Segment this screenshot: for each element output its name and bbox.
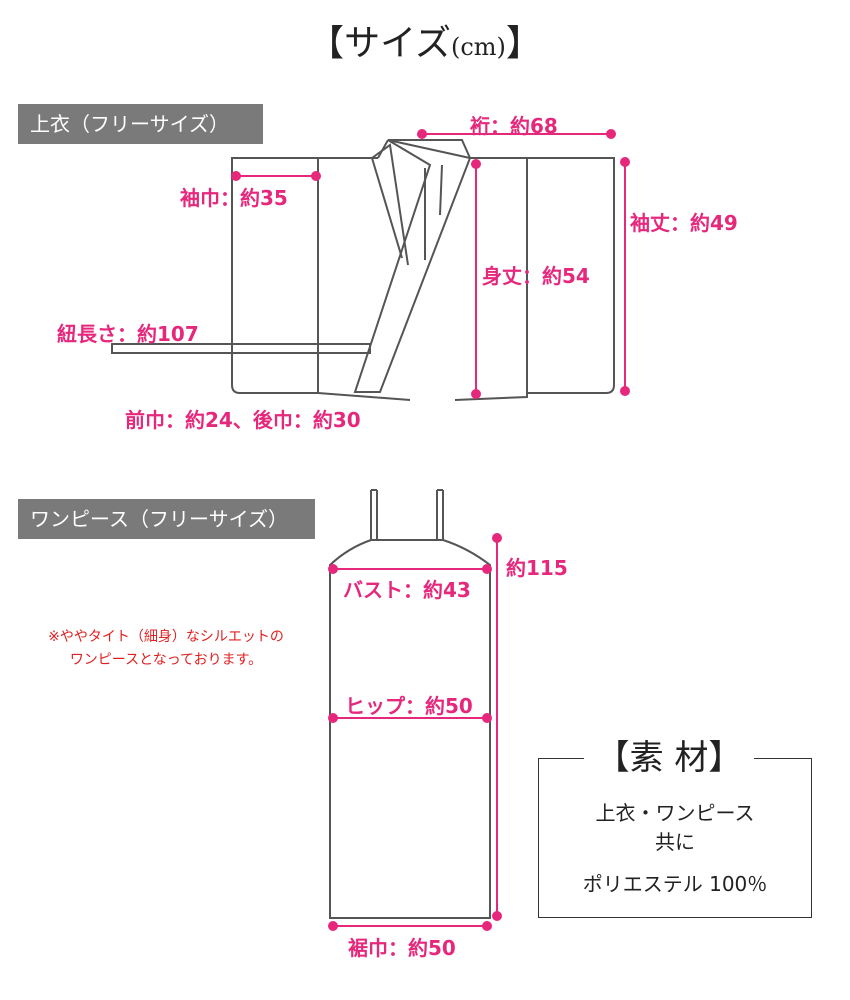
sleeve-width-label: 袖巾：約35 <box>180 186 288 210</box>
front-back-width-label: 前巾：約24、後巾：約30 <box>125 408 361 432</box>
material-line-2: 共に <box>655 830 695 854</box>
material-title: 【素 材】 <box>584 733 754 783</box>
bust-label: バスト：約43 <box>343 578 471 602</box>
material-line-1: 上衣・ワンピース <box>595 801 755 825</box>
dress-section-header: ワンピース（フリーサイズ） <box>18 499 315 539</box>
hem-label: 裾巾：約50 <box>348 936 456 960</box>
left-strap <box>370 489 378 540</box>
title-suffix: 】 <box>505 23 542 64</box>
dress-length-label: 約115 <box>506 556 568 580</box>
left-body <box>317 157 411 401</box>
left-collar <box>371 143 409 266</box>
tie-length-label: 紐長さ：約107 <box>57 322 199 346</box>
tie-strap <box>111 343 371 354</box>
material-line-3: ポリエステル 100％ <box>582 872 768 896</box>
title-unit: (cm) <box>450 33 506 61</box>
top-section-header: 上衣（フリーサイズ） <box>18 104 263 144</box>
kimono-top-illustration <box>111 139 615 401</box>
right-strap <box>436 489 444 540</box>
right-sleeve <box>526 157 615 394</box>
fit-note-line-2: ワンピースとなっております。 <box>69 652 263 668</box>
title-prefix: 【サイズ <box>308 23 451 64</box>
page-title: 【サイズ(cm)】 <box>0 14 850 66</box>
back-collar <box>388 139 471 159</box>
hip-label: ヒップ：約50 <box>345 694 473 718</box>
sleeve-length-label: 裄：約68 <box>470 114 558 138</box>
fit-note-line-1: ※ややタイト（細身）なシルエットの <box>48 629 284 645</box>
body-length-label: 身丈：約54 <box>482 264 590 288</box>
left-sleeve <box>231 157 319 394</box>
sleeve-height-label: 袖丈：約49 <box>630 211 738 235</box>
collar-band <box>353 139 472 393</box>
fit-note: ※ややタイト（細身）なシルエットの ワンピースとなっております。 <box>8 626 324 672</box>
